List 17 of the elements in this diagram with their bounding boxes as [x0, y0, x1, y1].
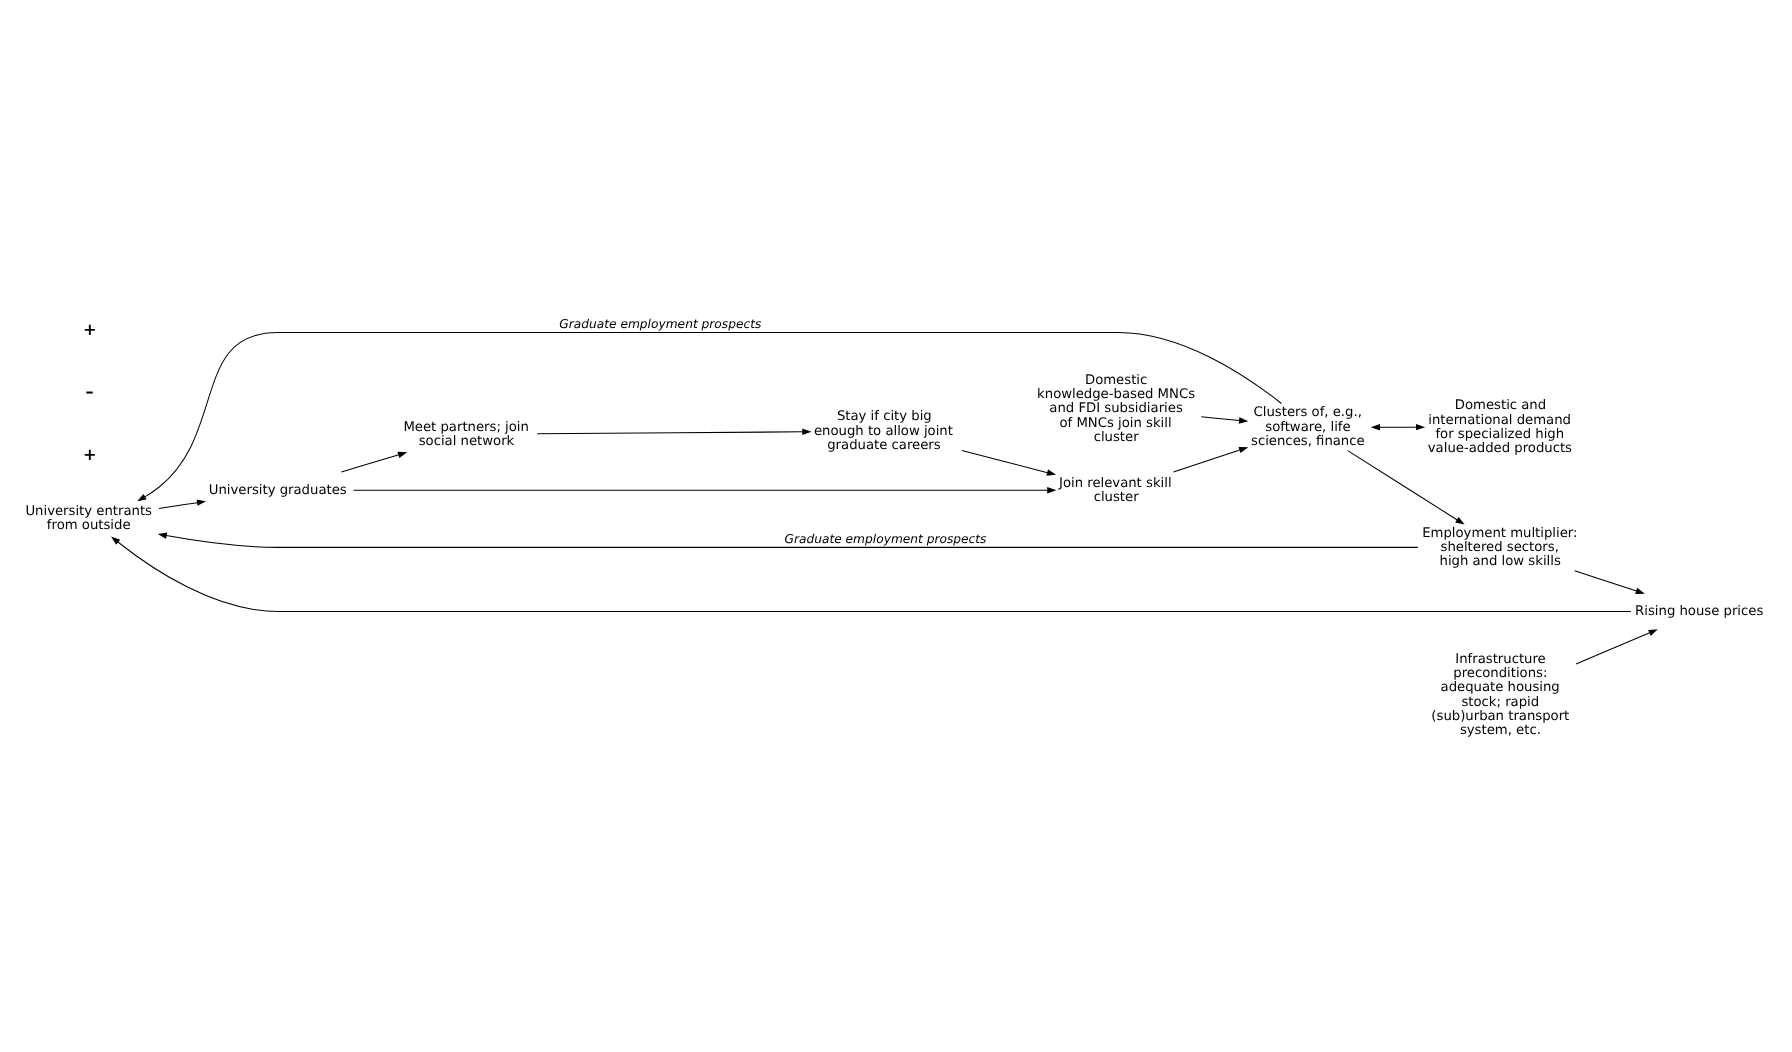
arrow [340, 450, 408, 472]
arrow [1172, 446, 1249, 472]
arrow [1347, 449, 1465, 524]
label: + [83, 442, 97, 463]
arrow [137, 330, 1282, 501]
arrow [1574, 569, 1645, 593]
arrow [157, 531, 1419, 547]
arrow [1370, 422, 1426, 430]
arrow [536, 427, 812, 435]
arrow [1575, 628, 1658, 664]
label: + [83, 318, 97, 339]
arrow [158, 498, 207, 508]
arrow [961, 449, 1057, 475]
arrow [1200, 415, 1249, 423]
label: – [85, 380, 94, 401]
arrow [353, 486, 1057, 493]
arrow [111, 535, 1632, 612]
